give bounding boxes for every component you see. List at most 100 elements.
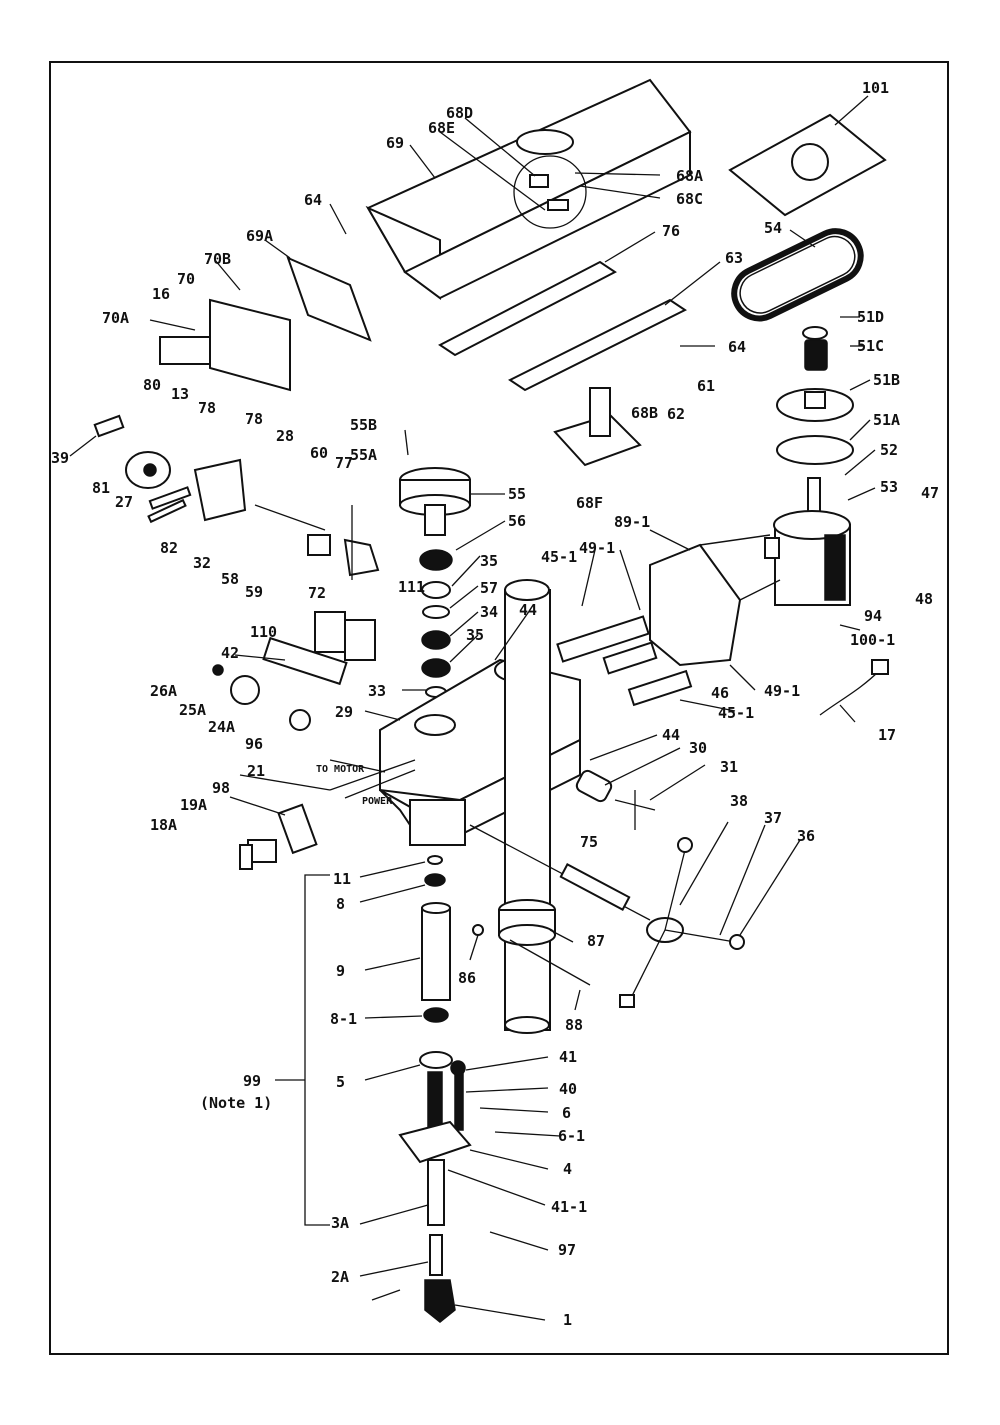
callout: 99	[243, 1072, 261, 1090]
callout: 110	[250, 623, 277, 641]
callout: 47	[921, 484, 939, 502]
callout: 27	[115, 493, 133, 511]
callout: 8	[336, 895, 345, 913]
callout-labels: 101 69 68D 68E 68A 68C 64 76 63 54 64 61…	[51, 79, 939, 1329]
block-110	[344, 619, 376, 661]
note-label: (Note 1)	[200, 1094, 272, 1112]
motor-bracket	[649, 543, 742, 667]
callout: 19A	[180, 796, 207, 814]
callout: 41-1	[551, 1198, 587, 1216]
callout: 28	[276, 427, 294, 445]
callout: 68A	[676, 167, 703, 185]
callout: 51B	[873, 371, 900, 389]
v-belt	[731, 228, 864, 322]
callout: 38	[730, 792, 748, 810]
callout: 88	[565, 1016, 583, 1034]
callout: 51A	[873, 411, 900, 429]
callout: 45-1	[718, 704, 754, 722]
callout: 46	[711, 684, 729, 702]
callout: 3A	[331, 1214, 349, 1232]
column	[504, 579, 551, 1034]
callout: 72	[308, 584, 326, 602]
callout: 111	[398, 578, 425, 596]
callout: 1	[563, 1311, 572, 1329]
callout: 60	[310, 444, 328, 462]
callout: 86	[458, 969, 476, 987]
wire-to-motor	[329, 759, 416, 791]
callout: 31	[720, 758, 738, 776]
callout: 87	[587, 932, 605, 950]
callout: 21	[247, 762, 265, 780]
callout: 42	[221, 644, 239, 662]
callout: 101	[862, 79, 889, 97]
callout: 56	[508, 512, 526, 530]
screw-32	[254, 504, 326, 531]
callout: 36	[797, 827, 815, 845]
callout: 77	[335, 454, 353, 472]
callout: 62	[667, 405, 685, 423]
callout: 61	[697, 377, 715, 395]
callout: 68C	[676, 190, 703, 208]
speed-control-handwheel	[93, 414, 247, 524]
callout: 63	[725, 249, 743, 267]
spacer-68b	[589, 387, 611, 437]
callout: 49-1	[764, 682, 800, 700]
to-motor-label: TO MOTOR	[316, 764, 365, 775]
bracket-76	[438, 260, 617, 357]
callout: 51C	[857, 337, 884, 355]
callout: 5	[336, 1073, 345, 1091]
callout: 40	[559, 1080, 577, 1098]
leader-lines	[69, 95, 876, 1321]
callout: 4	[563, 1160, 572, 1178]
callout: 6-1	[558, 1127, 585, 1145]
rod-45-1-lower	[602, 641, 658, 675]
rod-45-1-upper	[556, 615, 650, 663]
callout: 9	[336, 962, 345, 980]
label-plate-70	[209, 298, 291, 392]
callout: 70	[177, 270, 195, 288]
callout: 25A	[179, 701, 206, 719]
switch-18a	[239, 803, 318, 870]
callout: 57	[480, 579, 498, 597]
fork-59	[307, 505, 380, 580]
callout: 16	[152, 285, 170, 303]
switch-70a	[159, 336, 211, 365]
callout: 30	[689, 739, 707, 757]
rod-45-1-third	[627, 669, 693, 707]
callout: 37	[764, 809, 782, 827]
quill-assembly	[371, 855, 472, 1323]
callout: 48	[915, 590, 933, 608]
power-cord	[819, 659, 889, 716]
callout: 35	[480, 552, 498, 570]
plate-110	[314, 611, 346, 653]
callout: 64	[304, 191, 322, 209]
callout: 53	[880, 478, 898, 496]
callout: 70A	[102, 309, 129, 327]
callout: 18A	[150, 816, 177, 834]
callout: 49-1	[579, 539, 615, 557]
callout: 82	[160, 539, 178, 557]
callout: 70B	[204, 250, 231, 268]
bearing-stack	[419, 549, 453, 698]
assembly-bracket	[304, 874, 330, 1226]
callout: 55	[508, 485, 526, 503]
callout: 41	[559, 1048, 577, 1066]
belt-guard-cover	[365, 78, 692, 300]
callout: 32	[193, 554, 211, 572]
callout: 54	[764, 219, 782, 237]
callout: 96	[245, 735, 263, 753]
callout: 52	[880, 441, 898, 459]
callout: 17	[878, 726, 896, 744]
callout: 2A	[331, 1268, 349, 1286]
pinion-shaft-42	[262, 636, 348, 686]
callout: 34	[480, 603, 498, 621]
callout: 11	[333, 870, 351, 888]
callout: 24A	[208, 718, 235, 736]
motor-pulley-stack	[776, 326, 854, 519]
callout: 51D	[857, 308, 884, 326]
callout: 68F	[576, 494, 603, 512]
callout: 58	[221, 570, 239, 588]
feed-handle-assembly	[469, 824, 745, 1008]
gears-24a-25a	[212, 664, 311, 731]
